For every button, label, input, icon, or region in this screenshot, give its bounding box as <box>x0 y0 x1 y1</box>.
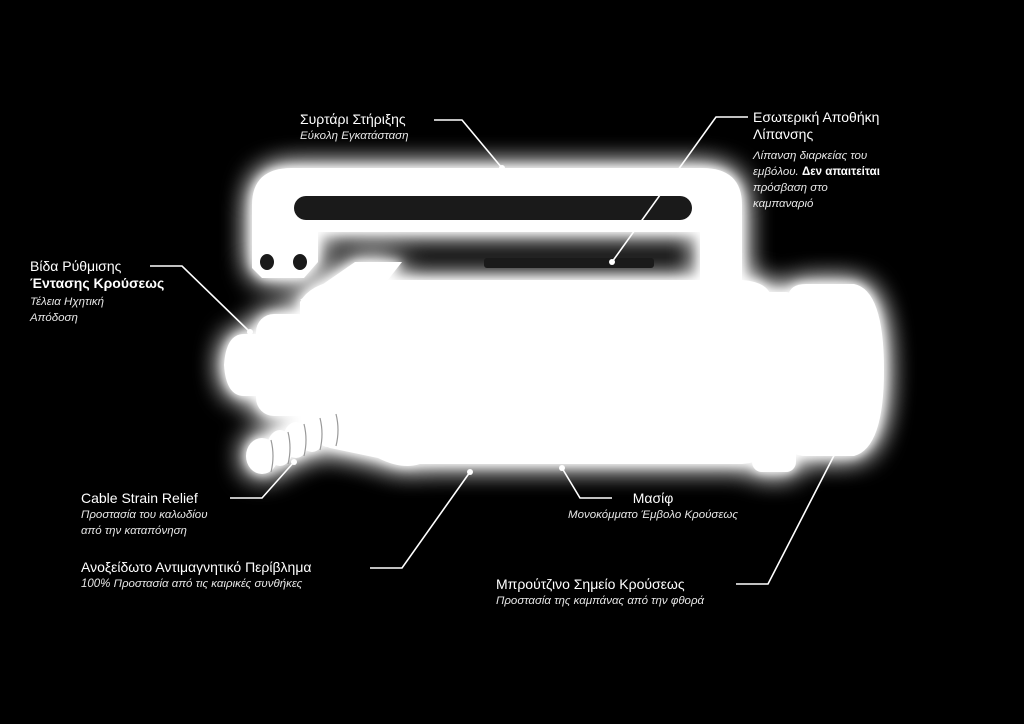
leader-screw <box>150 265 251 333</box>
callout-drawer-subtitle: Εύκολη Εγκατάσταση <box>300 130 409 142</box>
callout-bronze-sub: Προστασία της καμπάνας από την φθορά <box>496 595 705 607</box>
leader-solid <box>561 467 612 499</box>
callout-solid-title: Μασίφ <box>632 490 674 506</box>
callout-storage-sub-2b: Δεν απαιτείται <box>801 166 880 178</box>
bracket-hole-1 <box>260 254 274 270</box>
callout-drawer: Συρτάρι Στήριξης Εύκολη Εγκατάσταση <box>300 111 408 144</box>
leader-drawer <box>434 119 503 169</box>
callout-cable: Cable Strain Relief Προστασία του καλωδί… <box>81 490 208 539</box>
cable-strain-relief <box>246 412 357 474</box>
callout-bronze-title: Μπρούτζινο Σημείο Κρούσεως <box>496 576 685 592</box>
callout-housing: Ανοξείδωτο Αντιμαγνητικό Περίβλημα 100% … <box>81 559 312 592</box>
lubrication-window <box>484 258 654 268</box>
leader-housing <box>370 471 471 569</box>
coil-grooves <box>270 413 339 473</box>
leader-cable <box>230 461 295 499</box>
callout-solid: Μασίφ Μονοκόμματο Έμβολο Κρούσεως <box>548 490 758 523</box>
leader-storage <box>611 116 748 263</box>
callout-storage: Εσωτερική Αποθήκη Λίπανσης Λίπανση διαρκ… <box>753 109 880 212</box>
callout-solid-sub: Μονοκόμματο Έμβολο Κρούσεως <box>568 509 738 521</box>
main-housing <box>300 280 772 466</box>
bronze-strike-head <box>788 284 884 456</box>
device-details <box>260 196 692 270</box>
callout-cable-sub-2: από την καταπόνηση <box>81 525 187 537</box>
callout-cable-sub-1: Προστασία του καλωδίου <box>81 509 208 521</box>
callout-screw-title-bold: Έντασης Κρούσεως <box>30 275 165 291</box>
bracket-slot <box>294 196 692 220</box>
callout-storage-sub-2: εμβόλου. Δεν απαιτείται <box>753 164 880 180</box>
leader-dots <box>247 165 845 475</box>
callout-storage-title-2: Λίπανσης <box>753 126 814 142</box>
callout-storage-title-1: Εσωτερική Αποθήκη <box>753 109 880 125</box>
callout-housing-title: Ανοξείδωτο Αντιμαγνητικό Περίβλημα <box>81 559 312 575</box>
callout-screw: Βίδα Ρύθμισης Έντασης Κρούσεως Τέλεια Ηχ… <box>30 258 164 326</box>
callout-storage-sub-1: Λίπανση διαρκείας του <box>753 150 868 162</box>
callout-storage-sub-3: πρόσβαση στο <box>753 182 828 194</box>
callout-bronze: Μπρούτζινο Σημείο Κρούσεως Προστασία της… <box>496 576 704 609</box>
front-collar <box>752 292 796 472</box>
mounting-bracket <box>252 168 742 292</box>
callout-housing-sub: 100% Προστασία από τις καιρικές συνθήκες <box>81 578 303 590</box>
callout-storage-sub-4: καμπαναριό <box>753 198 814 210</box>
bracket-hole-2 <box>293 254 307 270</box>
leader-lines <box>150 116 843 585</box>
callout-screw-sub-2: Απόδοση <box>30 312 78 324</box>
callout-drawer-title: Συρτάρι Στήριξης <box>300 111 406 127</box>
callout-screw-sub-1: Τέλεια Ηχητική <box>30 296 105 308</box>
callout-storage-sub-2a: εμβόλου. <box>753 166 799 178</box>
callout-cable-title: Cable Strain Relief <box>81 490 198 506</box>
callout-screw-title: Βίδα Ρύθμισης <box>30 258 122 274</box>
leader-bronze <box>736 439 843 585</box>
